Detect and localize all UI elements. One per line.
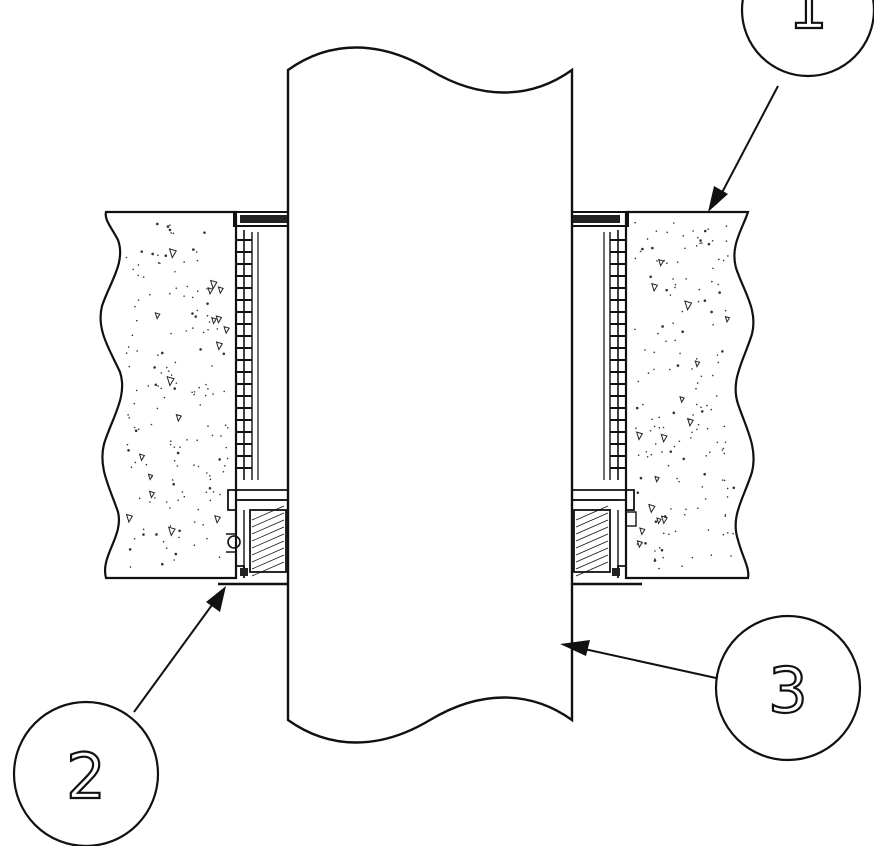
callout-2-label: 2 (66, 740, 105, 813)
callout-2: 2 (12, 586, 226, 846)
concrete-slab-left (99, 210, 238, 580)
callout-3-label: 3 (768, 654, 807, 727)
arrowhead-1 (708, 186, 728, 212)
arrowhead-2 (206, 586, 226, 612)
concrete-slab-right (624, 210, 755, 580)
callout-1-label: 1 (788, 0, 827, 43)
sleeve-assembly-right (571, 211, 648, 586)
sleeve-assembly-left (212, 211, 289, 586)
concrete-aggregate-texture (125, 221, 736, 570)
pipe (286, 46, 574, 744)
arrowhead-3 (560, 640, 590, 656)
callout-1: 1 (708, 0, 874, 212)
callout-3: 3 (560, 614, 862, 762)
